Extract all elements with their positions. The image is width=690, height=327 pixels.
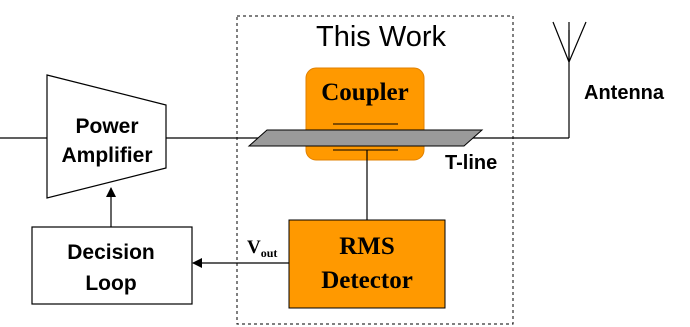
power-amplifier-block	[46, 74, 167, 199]
power-amplifier-label-line2: Amplifier	[61, 144, 152, 167]
vout-main: V	[247, 237, 261, 258]
decision-loop-label-line1: Decision	[67, 241, 155, 264]
decision-loop-block	[31, 226, 193, 305]
antenna-label: Antenna	[584, 82, 665, 104]
vout-subscript: out	[261, 246, 278, 260]
this-work-region	[236, 15, 514, 325]
this-work-label: This Work	[316, 21, 446, 53]
coupler-label: Coupler	[321, 79, 409, 106]
vout-label: Vout	[247, 237, 277, 260]
power-amplifier-label-line1: Power	[75, 115, 138, 138]
rms-detector-label-line1: RMS	[339, 233, 395, 260]
antenna-icon	[552, 21, 587, 63]
decision-loop-label-line2: Loop	[85, 272, 136, 295]
rms-detector-label-line2: Detector	[321, 267, 413, 294]
t-line-label: T-line	[445, 152, 497, 174]
t-line-shape	[247, 129, 484, 147]
rms-detector-block	[288, 219, 446, 309]
